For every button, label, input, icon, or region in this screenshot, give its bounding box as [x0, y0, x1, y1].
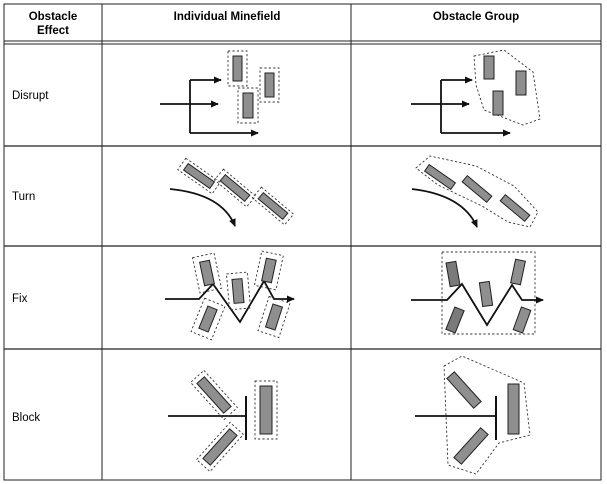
disrupt-obstacle-group	[411, 49, 541, 137]
row-label-block: Block	[12, 412, 40, 424]
turn-obstacle-group	[411, 155, 539, 228]
header-individual-minefield: Individual Minefield	[174, 11, 281, 23]
header-obstacle-group: Obstacle Group	[433, 11, 519, 23]
block-obstacle-group	[415, 355, 531, 475]
fix-obstacle-group	[411, 251, 544, 335]
row-label-fix: Fix	[12, 293, 28, 305]
header-effect-line2: Effect	[37, 25, 69, 37]
block-individual-minefield	[168, 369, 278, 473]
table-grid	[3, 3, 602, 481]
turn-individual-minefield	[169, 157, 295, 227]
fix-individual-minefield	[165, 250, 295, 341]
disrupt-individual-minefield	[160, 50, 280, 137]
row-label-disrupt: Disrupt	[12, 90, 49, 102]
header-effect-line1: Obstacle	[29, 11, 78, 23]
row-label-turn: Turn	[12, 191, 35, 203]
